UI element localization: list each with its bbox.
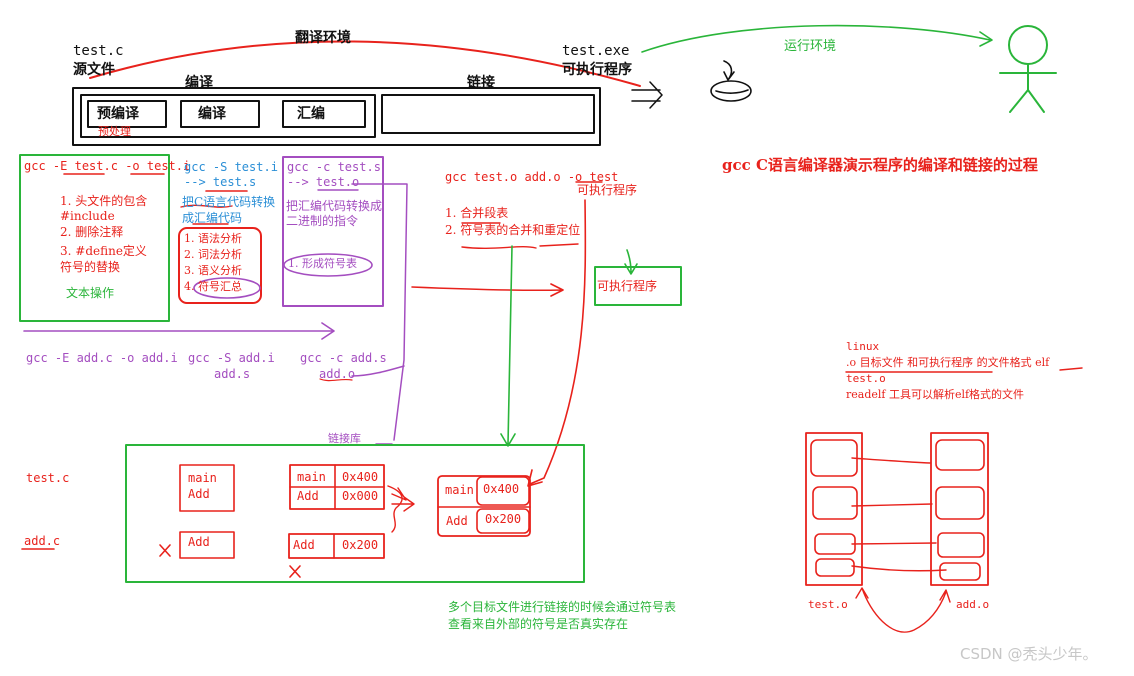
add-table-addr: 0x200: [342, 538, 379, 552]
elf-test-label: test.o: [808, 598, 848, 611]
link-box: [381, 94, 595, 134]
test-symbol-block: [179, 464, 235, 512]
test-table-addr-1: 0x400: [342, 470, 379, 484]
symbol-summary-oval: [193, 277, 261, 299]
translation-env-arc: [89, 40, 641, 87]
elf-line-4: readelf 工具可以解析elf格式的文件: [846, 388, 1025, 401]
translation-env-label: 翻译环境: [295, 30, 351, 46]
preprocess-item-1: 1. 头文件的包含: [60, 194, 148, 208]
source-file-label: 源文件: [73, 62, 115, 78]
compile-add-output: add.s: [214, 367, 251, 381]
preprocess-item-2: #include: [60, 209, 115, 223]
exe-double-arrow: [631, 81, 663, 109]
assemble-cmd: gcc -c test.s: [287, 160, 381, 174]
merged-table-sym-2: Add: [446, 514, 468, 528]
test-table-sym-1: main: [297, 470, 326, 484]
preprocess-footer: 文本操作: [66, 286, 115, 300]
assemble-add-output: add.o: [319, 367, 356, 381]
add-block-add: Add: [188, 535, 210, 549]
elf-add-file: [930, 432, 989, 586]
merged-table-addr-1: 0x400: [483, 482, 520, 496]
preprocess-item-3: 2. 删除注释: [60, 225, 124, 239]
source-file-name: test.c: [73, 43, 124, 59]
test-table-sym-2: Add: [297, 489, 319, 503]
exe-output-box: [594, 266, 682, 306]
assemble-desc-1: 把汇编代码转换成: [286, 199, 383, 213]
compile-step-box: [180, 100, 260, 128]
user-figure-icon: [999, 25, 1057, 113]
preprocess-detail-box: [19, 154, 170, 322]
elf-link-arc: [855, 587, 951, 633]
preprocess-note: 预处理: [98, 125, 131, 138]
disk-icon: [710, 60, 752, 102]
preprocess-add-cmd: gcc -E add.c -o add.i: [26, 351, 178, 365]
link-group-label: 链接: [467, 75, 495, 91]
add-table-sym: Add: [293, 538, 315, 552]
to-link-arrow: [411, 283, 564, 297]
compile-desc-1: 把C语言代码转换: [182, 195, 276, 209]
assemble-detail-box: [282, 156, 384, 307]
assemble-step-box: [282, 100, 366, 128]
elf-add-label: add.o: [956, 598, 990, 611]
link-note-1: 多个目标文件进行链接的时候会通过符号表: [448, 600, 677, 614]
assemble-desc-2: 二进制的指令: [286, 214, 359, 228]
compile-desc-2: 成汇编代码: [182, 211, 243, 225]
elf-line-2: .o 目标文件 和可执行程序 的文件格式 elf: [846, 356, 1050, 369]
test-c-label: test.c: [26, 471, 70, 485]
compile-step-label: 编译: [198, 106, 226, 122]
diagram-title: gcc C语言编译器演示程序的编译和链接的过程: [722, 156, 1038, 174]
link-exe-label: 可执行程序: [577, 183, 638, 197]
assemble-item: 1. 形成符号表: [288, 257, 357, 270]
preprocess-cmd: gcc -E test.c -o test.i: [24, 159, 191, 173]
test-block-main: main: [188, 471, 217, 485]
link-note-2: 查看来自外部的符号是否真实存在: [448, 617, 629, 631]
merged-table-addr-2: 0x200: [485, 512, 522, 526]
link-cmd: gcc test.o add.o -o test: [445, 170, 619, 184]
elf-line-1: linux: [846, 340, 880, 353]
symbol-table-oval: [283, 253, 373, 277]
exe-file-label: 可执行程序: [562, 62, 632, 78]
compile-group-box: [80, 94, 376, 138]
link-item-1: 1. 合并段表: [445, 206, 509, 220]
add-c-label: add.c: [24, 534, 61, 548]
exe-file-name: test.exe: [562, 43, 630, 59]
compile-item-2: 2. 词法分析: [184, 248, 242, 261]
compile-item-1: 1. 语法分析: [184, 232, 242, 245]
preprocess-step-label: 预编译: [97, 106, 139, 122]
compile-output: --> test.s: [184, 175, 257, 189]
preprocess-item-5: 符号的替换: [60, 260, 121, 274]
elf-line-3: test.o: [846, 372, 886, 385]
preprocess-step-box: [87, 100, 167, 128]
compile-item-3: 3. 语义分析: [184, 264, 242, 277]
add-symbol-table: [288, 533, 385, 559]
add-symbol-block: [179, 531, 235, 559]
runtime-env-label: 运行环境: [784, 39, 837, 54]
linker-box: [125, 444, 585, 583]
watermark: CSDN @秃头少年。: [960, 645, 1098, 663]
cross-mark-icon-2: [289, 565, 301, 578]
link-item-2: 2. 符号表的合并和重定位: [445, 223, 581, 237]
preprocess-item-4: 3. #define定义: [60, 244, 147, 258]
test-table-addr-2: 0x000: [342, 489, 379, 503]
runtime-env-arrow: [641, 24, 991, 53]
merged-table-sym-1: main: [445, 483, 474, 497]
assemble-output: --> test.o: [287, 175, 360, 189]
compile-items-box: [178, 227, 262, 304]
cross-mark-icon: [159, 544, 171, 557]
linker-library-label: 链接库: [328, 432, 361, 445]
merged-symbol-table: [437, 475, 531, 537]
exe-output-label: 可执行程序: [597, 279, 658, 293]
assemble-add-cmd: gcc -c add.s: [300, 351, 387, 365]
compile-add-cmd: gcc -S add.i: [188, 351, 275, 365]
assemble-step-label: 汇编: [297, 106, 325, 122]
add-flow-arrow: [23, 322, 335, 340]
compile-item-4: 4. 符号汇总: [184, 280, 242, 293]
test-block-add: Add: [188, 487, 210, 501]
merge-arrow: [387, 485, 407, 533]
elf-test-file: [805, 432, 863, 586]
compile-group-label: 编译: [185, 75, 213, 91]
pipeline-outer-box: [72, 87, 601, 146]
compile-cmd: gcc -S test.i: [184, 160, 278, 174]
